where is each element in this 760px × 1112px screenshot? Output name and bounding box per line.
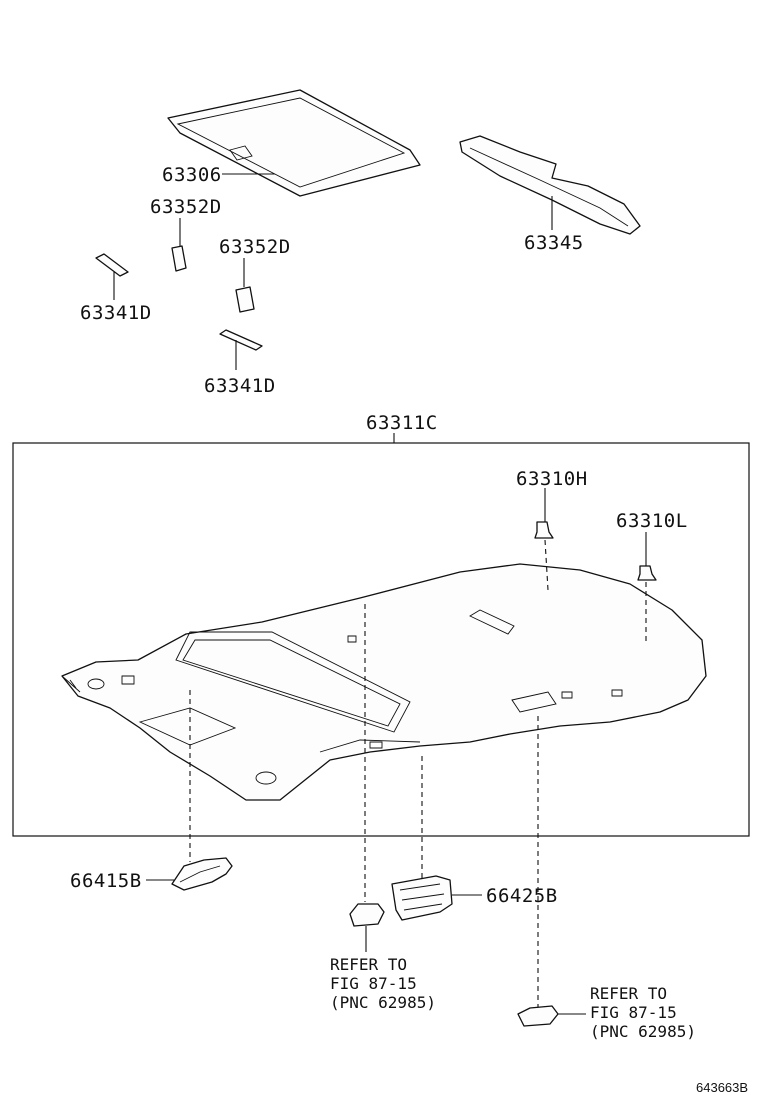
part-label-63310l: 63310L bbox=[616, 510, 688, 532]
part-label-66425b: 66425B bbox=[486, 885, 558, 907]
svg-text:FIG 87-15: FIG 87-15 bbox=[590, 1003, 677, 1022]
part-label-63352d-lower: 63352D bbox=[219, 236, 291, 258]
part-label-63341d-right: 63341D bbox=[204, 375, 276, 397]
part-label-63310h: 63310H bbox=[516, 468, 588, 490]
reference-note-2: REFER TO FIG 87-15 (PNC 62985) bbox=[590, 984, 696, 1041]
roof-headliner-part bbox=[61, 563, 707, 801]
clip-part-h bbox=[534, 521, 554, 539]
room-lamp-part bbox=[517, 1005, 559, 1027]
part-label-63345: 63345 bbox=[524, 232, 584, 254]
part-label-66415b: 66415B bbox=[70, 870, 142, 892]
svg-text:FIG 87-15: FIG 87-15 bbox=[330, 974, 417, 993]
sunshade-panel-part bbox=[167, 89, 421, 197]
reference-note-1: REFER TO FIG 87-15 (PNC 62985) bbox=[330, 955, 436, 1012]
svg-text:REFER TO: REFER TO bbox=[330, 955, 407, 974]
map-lamp-part bbox=[349, 903, 385, 927]
part-label-63341d-left: 63341D bbox=[80, 302, 152, 324]
rear-trim-part bbox=[459, 135, 641, 235]
part-label-63306: 63306 bbox=[162, 164, 222, 186]
headliner-assembly-frame bbox=[12, 442, 750, 837]
svg-text:REFER TO: REFER TO bbox=[590, 984, 667, 1003]
pad-part-lower bbox=[235, 286, 255, 313]
assist-grip-cover-part bbox=[171, 857, 233, 891]
svg-text:(PNC 62985): (PNC 62985) bbox=[590, 1022, 696, 1041]
roof-pad-part bbox=[391, 875, 453, 921]
figure-id: 643663B bbox=[696, 1080, 748, 1095]
clip-part-l bbox=[637, 565, 657, 581]
svg-text:(PNC 62985): (PNC 62985) bbox=[330, 993, 436, 1012]
part-label-63352d-upper: 63352D bbox=[150, 196, 222, 218]
strip-part-right bbox=[219, 329, 263, 351]
part-label-63311c: 63311C bbox=[366, 412, 438, 434]
pad-part-upper bbox=[171, 245, 187, 272]
strip-part-left bbox=[95, 253, 129, 277]
